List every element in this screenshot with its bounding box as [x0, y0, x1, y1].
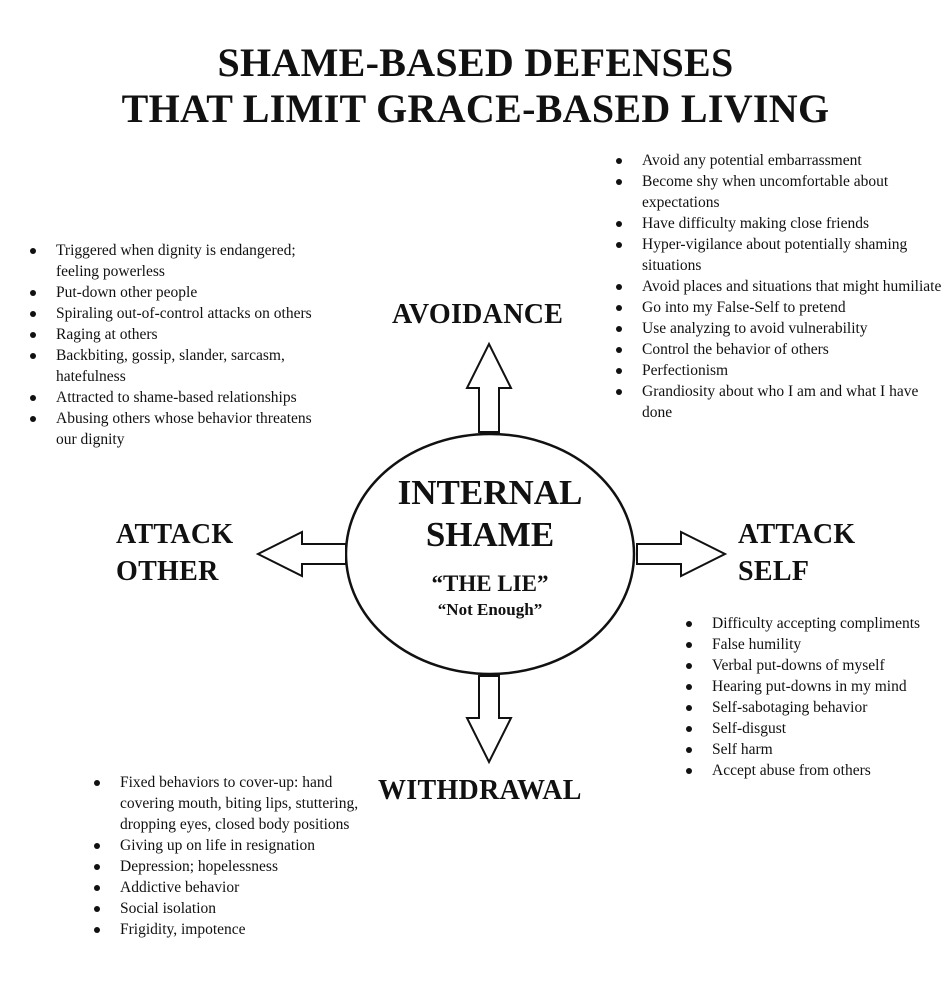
center-the-lie: “THE LIE”: [431, 571, 549, 596]
list-item: Avoid any potential embarrassment: [612, 150, 942, 171]
attack-other-list: Triggered when dignity is endangered; fe…: [26, 240, 326, 450]
list-item: False humility: [682, 634, 947, 655]
list-item: Spiraling out-of-control attacks on othe…: [26, 303, 326, 324]
avoidance-heading: AVOIDANCE: [392, 299, 564, 330]
list-item: Go into my False-Self to pretend: [612, 297, 942, 318]
attack-other-heading-line-2: OTHER: [116, 556, 219, 587]
list-item: Backbiting, gossip, slander, sarcasm, ha…: [26, 345, 326, 387]
list-item: Self harm: [682, 739, 947, 760]
center-not-enough: “Not Enough”: [437, 600, 543, 619]
list-item: Become shy when uncomfortable about expe…: [612, 171, 942, 213]
attack-other-heading: ATTACK OTHER: [116, 516, 233, 590]
center-title-shame: SHAME: [425, 515, 555, 554]
list-item: Hearing put-downs in my mind: [682, 676, 947, 697]
list-item: Triggered when dignity is endangered; fe…: [26, 240, 326, 282]
list-item: Hyper-vigilance about potentially shamin…: [612, 234, 942, 276]
list-item: Fixed behaviors to cover-up: hand coveri…: [90, 772, 390, 835]
withdrawal-heading: WITHDRAWAL: [378, 775, 582, 806]
list-item: Depression; hopelessness: [90, 856, 390, 877]
list-item: Verbal put-downs of myself: [682, 655, 947, 676]
arrow-down-withdrawal: [465, 675, 513, 765]
arrow-up-avoidance: [465, 341, 513, 433]
diagram-title-line-2: THAT LIMIT GRACE-BASED LIVING: [121, 86, 830, 131]
arrow-right-attack-self: [636, 530, 728, 578]
attack-self-list: Difficulty accepting compliments False h…: [682, 613, 947, 781]
list-item: Avoid places and situations that might h…: [612, 276, 942, 297]
list-item: Self-disgust: [682, 718, 947, 739]
list-item: Attracted to shame-based relationships: [26, 387, 326, 408]
list-item: Grandiosity about who I am and what I ha…: [612, 381, 942, 423]
diagram-title-line-1: SHAME-BASED DEFENSES: [217, 40, 734, 85]
avoidance-list: Avoid any potential embarrassment Become…: [612, 150, 942, 423]
attack-self-heading-line-2: SELF: [738, 556, 810, 587]
list-item: Accept abuse from others: [682, 760, 947, 781]
list-item: Difficulty accepting compliments: [682, 613, 947, 634]
list-item: Perfectionism: [612, 360, 942, 381]
list-item: Social isolation: [90, 898, 390, 919]
list-item: Use analyzing to avoid vulnerability: [612, 318, 942, 339]
list-item: Abusing others whose behavior threatens …: [26, 408, 326, 450]
attack-other-heading-line-1: ATTACK: [116, 519, 234, 550]
list-item: Self-sabotaging behavior: [682, 697, 947, 718]
arrow-left-attack-other: [255, 530, 347, 578]
list-item: Frigidity, impotence: [90, 919, 390, 940]
list-item: Addictive behavior: [90, 877, 390, 898]
list-item: Giving up on life in resignation: [90, 835, 390, 856]
center-title-internal: INTERNAL: [397, 473, 583, 512]
attack-self-heading: ATTACK SELF: [738, 516, 855, 590]
list-item: Put-down other people: [26, 282, 326, 303]
attack-self-heading-line-1: ATTACK: [738, 519, 856, 550]
list-item: Raging at others: [26, 324, 326, 345]
list-item: Control the behavior of others: [612, 339, 942, 360]
withdrawal-list: Fixed behaviors to cover-up: hand coveri…: [90, 772, 390, 940]
list-item: Have difficulty making close friends: [612, 213, 942, 234]
